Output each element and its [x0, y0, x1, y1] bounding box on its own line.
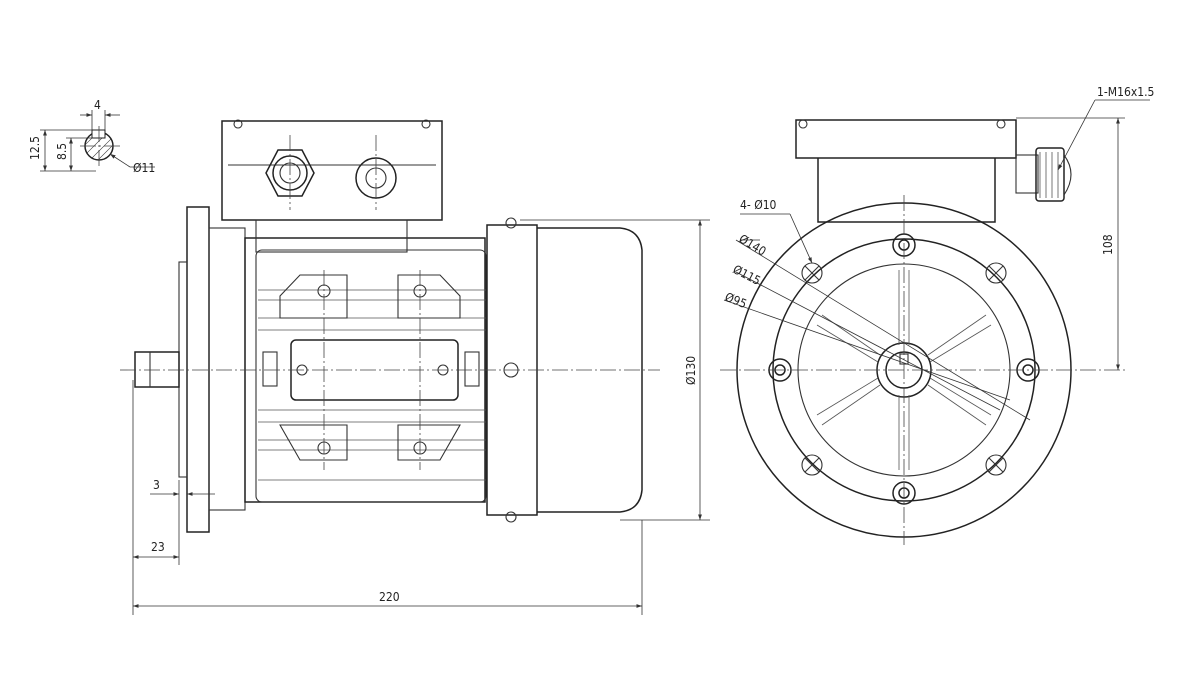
shaft-key-section-detail: 4 12.5 8.5 Ø11 [28, 98, 155, 175]
motor-front-view: 4- Ø10 Ø140 Ø115 Ø95 1-M16x1.5 108 [720, 85, 1154, 545]
spigot-diameter-label: Ø95 [723, 290, 749, 311]
key-width-label: 4 [94, 98, 101, 112]
flange-diameter-label: Ø140 [736, 232, 768, 259]
cable-gland-label: 1-M16x1.5 [1097, 85, 1154, 99]
key-height-label: 12.5 [28, 136, 42, 160]
flange-thickness-label: 3 [153, 478, 160, 492]
overall-length-label: 220 [379, 590, 400, 604]
key-depth-label: 8.5 [55, 143, 69, 160]
body-diameter-label: Ø130 [684, 356, 698, 385]
shaft-length-label: 23 [151, 540, 165, 554]
motor-side-view: 220 23 3 Ø130 [120, 119, 710, 615]
holes-label: 4- Ø10 [740, 198, 777, 212]
shaft-diameter-label: Ø11 [133, 161, 155, 175]
pitch-circle-label: Ø115 [731, 262, 763, 288]
terminal-height-label: 108 [1101, 234, 1115, 255]
